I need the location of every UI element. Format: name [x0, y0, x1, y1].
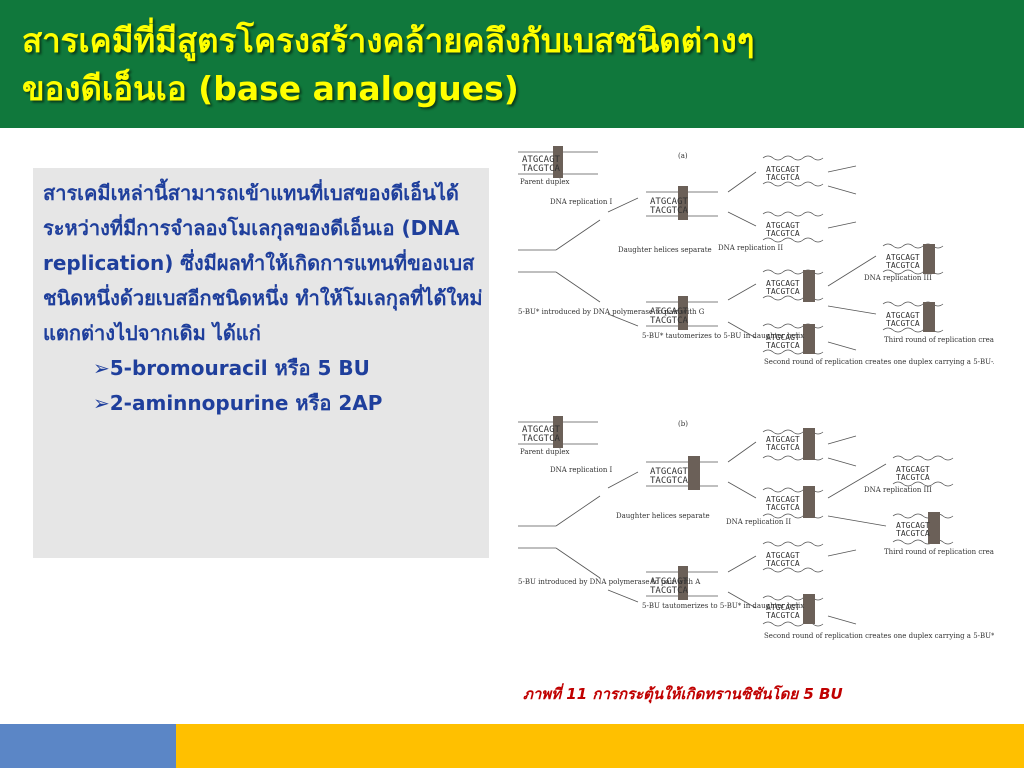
body-paragraph: สารเคมีเหล่านี้สามารถเข้าแทนที่เบสของดีเ…	[43, 181, 483, 345]
seq-round3-a1-top: ATGCAGT	[886, 253, 920, 262]
panel-b-label: (b)	[678, 420, 688, 428]
title-bar	[0, 0, 1024, 128]
seq-round2-a1-bottom: TACGTCA	[766, 173, 800, 182]
seq-daughter2-bottom-b: TACGTCA	[650, 586, 689, 596]
footer-bar-blue	[0, 724, 176, 768]
parent-duplex-label-a: Parent duplex	[520, 178, 569, 186]
arrow-bullet-icon: ➢	[93, 391, 110, 415]
seq-round3-b1-bottom: TACGTCA	[896, 473, 930, 482]
seq-daughter-bottom-a: TACGTCA	[650, 206, 689, 216]
seq-round3-b1-top: ATGCAGT	[896, 465, 930, 474]
seq-round2-b4-bottom: TACGTCA	[766, 611, 800, 620]
seq-round2-a3-bottom: TACGTCA	[766, 287, 800, 296]
note-third-b: Third round of replication creates one d…	[884, 548, 994, 556]
seq-round2-b4-top: ATGCAGT	[766, 603, 800, 612]
seq-round2-b2-bottom: TACGTCA	[766, 503, 800, 512]
note-mid-a: 5-BU* tautomerizes to 5-BU in daughter h…	[642, 332, 804, 340]
note-second-a: Second round of replication creates one …	[764, 358, 994, 366]
daughter-label-b: Daughter helices separate	[616, 512, 710, 520]
seq-round2-b3-bottom: TACGTCA	[766, 559, 800, 568]
seq-parent-top-b: ATGCAGT	[522, 425, 561, 435]
note-third-a: Third round of replication creates one d…	[884, 336, 994, 344]
seq-round3-b2-bottom: TACGTCA	[896, 529, 930, 538]
seq-daughter2-top-b: ATGCAGT	[650, 577, 689, 587]
arrow-bullet-icon: ➢	[93, 356, 110, 380]
seq-daughter2-top-a: ATGCAGT	[650, 307, 689, 317]
replication-2-label-a: DNA replication II	[718, 244, 783, 252]
seq-parent-bottom-b: TACGTCA	[522, 434, 561, 444]
seq-round2-a1-top: ATGCAGT	[766, 165, 800, 174]
body-text: สารเคมีเหล่านี้สามารถเข้าแทนที่เบสของดีเ…	[43, 176, 483, 421]
seq-round2-a4-top: ATGCAGT	[766, 333, 800, 342]
parent-duplex-label-b: Parent duplex	[520, 448, 569, 456]
replication-3-label-b: DNA replication III	[864, 486, 932, 494]
content-textbox	[33, 168, 489, 558]
seq-round2-a2-top: ATGCAGT	[766, 221, 800, 230]
seq-parent-top-a: ATGCAGT	[522, 155, 561, 165]
bullet-item: ➢2-aminnopurine หรือ 2AP	[43, 386, 483, 421]
footer-bar-gold	[176, 724, 1024, 768]
note-mid-b: 5-BU tautomerizes to 5-BU* in daughter h…	[642, 602, 804, 610]
note-second-b: Second round of replication creates one …	[764, 632, 994, 640]
bullet-text: 5-bromouracil หรือ 5 BU	[109, 356, 370, 380]
panel-a-label: (a)	[678, 152, 688, 160]
daughter-label-a: Daughter helices separate	[618, 246, 712, 254]
bullet-item: ➢5-bromouracil หรือ 5 BU	[43, 351, 483, 386]
seq-round2-a4-bottom: TACGTCA	[766, 341, 800, 350]
seq-round2-a2-bottom: TACGTCA	[766, 229, 800, 238]
seq-round2-a3-top: ATGCAGT	[766, 279, 800, 288]
replication-2-label-b: DNA replication II	[726, 518, 791, 526]
seq-round3-a2-bottom: TACGTCA	[886, 319, 920, 328]
seq-daughter-bottom-b: TACGTCA	[650, 476, 689, 486]
seq-round2-b1-bottom: TACGTCA	[766, 443, 800, 452]
seq-parent-bottom-a: TACGTCA	[522, 164, 561, 174]
seq-daughter-top-b: ATGCAGT	[650, 467, 689, 477]
seq-round2-b3-top: ATGCAGT	[766, 551, 800, 560]
slide-title-line-1: สารเคมีที่มีสูตรโครงสร้างคล้ายคลึงกับเบส…	[22, 21, 755, 60]
replication-1-label-a: DNA replication I	[550, 198, 613, 206]
seq-round2-b1-top: ATGCAGT	[766, 435, 800, 444]
note-left-b: 5-BU introduced by DNA polymerase to pai…	[518, 578, 701, 586]
replication-1-label-b: DNA replication I	[550, 466, 613, 474]
slide-title-line-2: ของดีเอ็นเอ (base analogues)	[22, 69, 519, 108]
seq-round3-a1-bottom: TACGTCA	[886, 261, 920, 270]
transition-diagram-figure: ATGCAGT TACGTCA ATGCAGT TACGTCA ATGCAGT …	[508, 146, 1024, 680]
seq-round3-a2-top: ATGCAGT	[886, 311, 920, 320]
replication-3-label-a: DNA replication III	[864, 274, 932, 282]
bullet-text: 2-aminnopurine หรือ 2AP	[109, 391, 383, 415]
note-left-a: 5-BU* introduced by DNA polymerase to pa…	[518, 308, 705, 316]
seq-daughter-top-a: ATGCAGT	[650, 197, 689, 207]
seq-daughter2-bottom-a: TACGTCA	[650, 316, 689, 326]
seq-round2-b2-top: ATGCAGT	[766, 495, 800, 504]
figure-caption: ภาพที่ 11 การกระตุ้นให้เกิดทรานซิชันโดย …	[523, 685, 843, 703]
seq-round3-b2-top: ATGCAGT	[896, 521, 930, 530]
